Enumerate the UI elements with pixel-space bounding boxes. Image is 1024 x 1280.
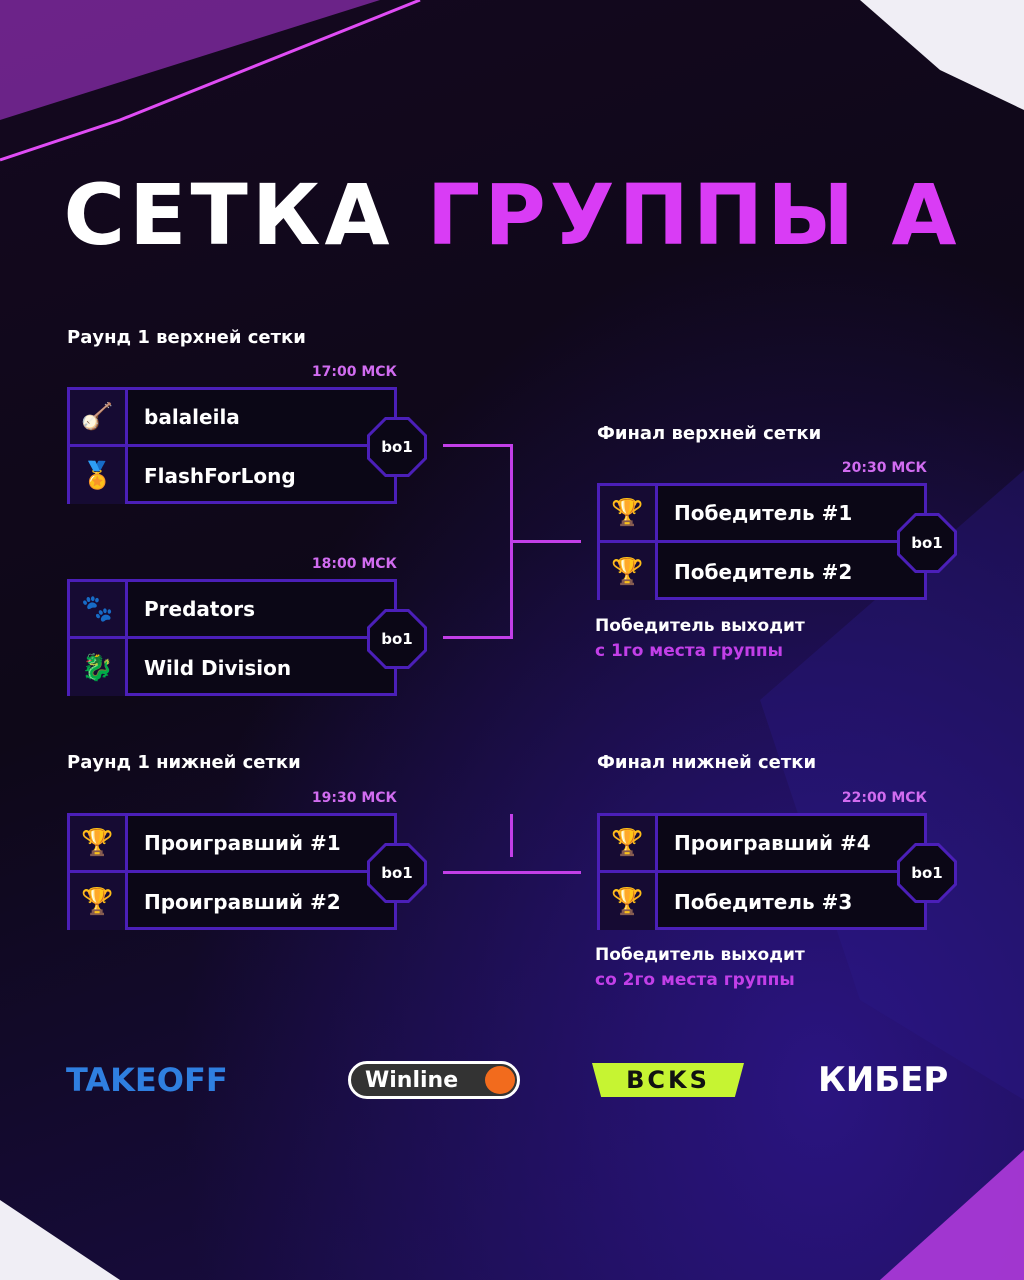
note-line: с 1го места группы <box>595 641 784 661</box>
match-card[interactable]: 🏆 Победитель #1 🏆 Победитель #2 bo1 <box>597 483 957 600</box>
winline-dot-icon <box>485 1066 515 1094</box>
note-line: Победитель выходит <box>595 945 805 965</box>
match-time: 18:00 МСК <box>311 556 397 572</box>
format-text: bo1 <box>900 846 954 900</box>
lower-round1-label: Раунд 1 нижней сетки <box>67 752 301 773</box>
sponsor-bcks: BCKS <box>592 1063 744 1097</box>
dragon-logo-icon: 🐉 <box>70 639 128 696</box>
match-time: 19:30 МСК <box>311 790 397 806</box>
match-card[interactable]: 🏆 Проигравший #4 🏆 Победитель #3 bo1 <box>597 813 957 930</box>
title-part1: СЕТКА <box>63 166 394 264</box>
connector <box>443 444 513 447</box>
sponsor-kiber: КИБЕР <box>818 1060 949 1100</box>
winline-text: Winline <box>365 1067 459 1093</box>
team-row[interactable]: 🐉 Wild Division <box>70 639 394 696</box>
format-badge: bo1 <box>897 843 957 903</box>
note-line: Победитель выходит <box>595 616 805 636</box>
team-row[interactable]: 🐾 Predators <box>70 582 394 639</box>
team-row[interactable]: 🏆 Проигравший #1 <box>70 816 394 873</box>
sponsor-takeoff: TAKEOFF <box>66 1061 228 1099</box>
format-badge: bo1 <box>367 843 427 903</box>
match-card[interactable]: 🪕 balaleila 🏅 FlashForLong bo1 <box>67 387 427 504</box>
format-badge: bo1 <box>367 609 427 669</box>
match-card[interactable]: 🏆 Проигравший #1 🏆 Проигравший #2 bo1 <box>67 813 427 930</box>
format-text: bo1 <box>370 612 424 666</box>
trophy-icon: 🏆 <box>600 816 658 870</box>
team-row[interactable]: 🏅 FlashForLong <box>70 447 394 504</box>
trophy-icon: 🏆 <box>600 873 658 930</box>
team-name: FlashForLong <box>144 463 296 488</box>
upper-round1-label: Раунд 1 верхней сетки <box>67 327 306 348</box>
team-row[interactable]: 🏆 Победитель #2 <box>600 543 924 600</box>
team-row[interactable]: 🪕 balaleila <box>70 390 394 447</box>
connector <box>510 814 513 857</box>
match-time: 22:00 МСК <box>841 790 927 806</box>
team-row[interactable]: 🏆 Проигравший #4 <box>600 816 924 873</box>
team-row[interactable]: 🏆 Победитель #1 <box>600 486 924 543</box>
team-name: Проигравший #2 <box>144 889 341 914</box>
connector <box>443 871 581 874</box>
team-name: balaleila <box>144 405 240 429</box>
match-card[interactable]: 🐾 Predators 🐉 Wild Division bo1 <box>67 579 427 696</box>
team-name: Wild Division <box>144 655 292 680</box>
page-title: СЕТКА ГРУППЫ А <box>0 165 1024 265</box>
team-name: Predators <box>144 597 255 621</box>
upper-final-note: Победитель выходит с 1го места группы <box>595 614 805 664</box>
wings-logo-icon: 🏅 <box>70 447 128 504</box>
balalaika-logo-icon: 🪕 <box>70 390 128 444</box>
lower-final-note: Победитель выходит со 2го места группы <box>595 943 805 993</box>
match-time: 20:30 МСК <box>841 460 927 476</box>
format-badge: bo1 <box>897 513 957 573</box>
format-badge: bo1 <box>367 417 427 477</box>
trophy-icon: 🏆 <box>600 543 658 600</box>
team-name: Победитель #1 <box>674 501 853 525</box>
connector <box>443 636 513 639</box>
predator-logo-icon: 🐾 <box>70 582 128 636</box>
lower-final-label: Финал нижней сетки <box>597 752 817 773</box>
team-row[interactable]: 🏆 Победитель #3 <box>600 873 924 930</box>
team-name: Проигравший #1 <box>144 831 341 855</box>
match-time: 17:00 МСК <box>311 364 397 380</box>
connector <box>510 540 581 543</box>
team-name: Проигравший #4 <box>674 831 871 855</box>
note-line: со 2го места группы <box>595 970 795 990</box>
team-name: Победитель #3 <box>674 889 853 914</box>
upper-final-label: Финал верхней сетки <box>597 423 822 444</box>
format-text: bo1 <box>370 846 424 900</box>
team-row[interactable]: 🏆 Проигравший #2 <box>70 873 394 930</box>
team-name: Победитель #2 <box>674 559 853 584</box>
sponsor-winline: Winline <box>348 1061 520 1099</box>
trophy-icon: 🏆 <box>70 873 128 930</box>
trophy-icon: 🏆 <box>70 816 128 870</box>
format-text: bo1 <box>900 516 954 570</box>
trophy-icon: 🏆 <box>600 486 658 540</box>
title-part2: ГРУППЫ А <box>426 166 961 264</box>
format-text: bo1 <box>370 420 424 474</box>
